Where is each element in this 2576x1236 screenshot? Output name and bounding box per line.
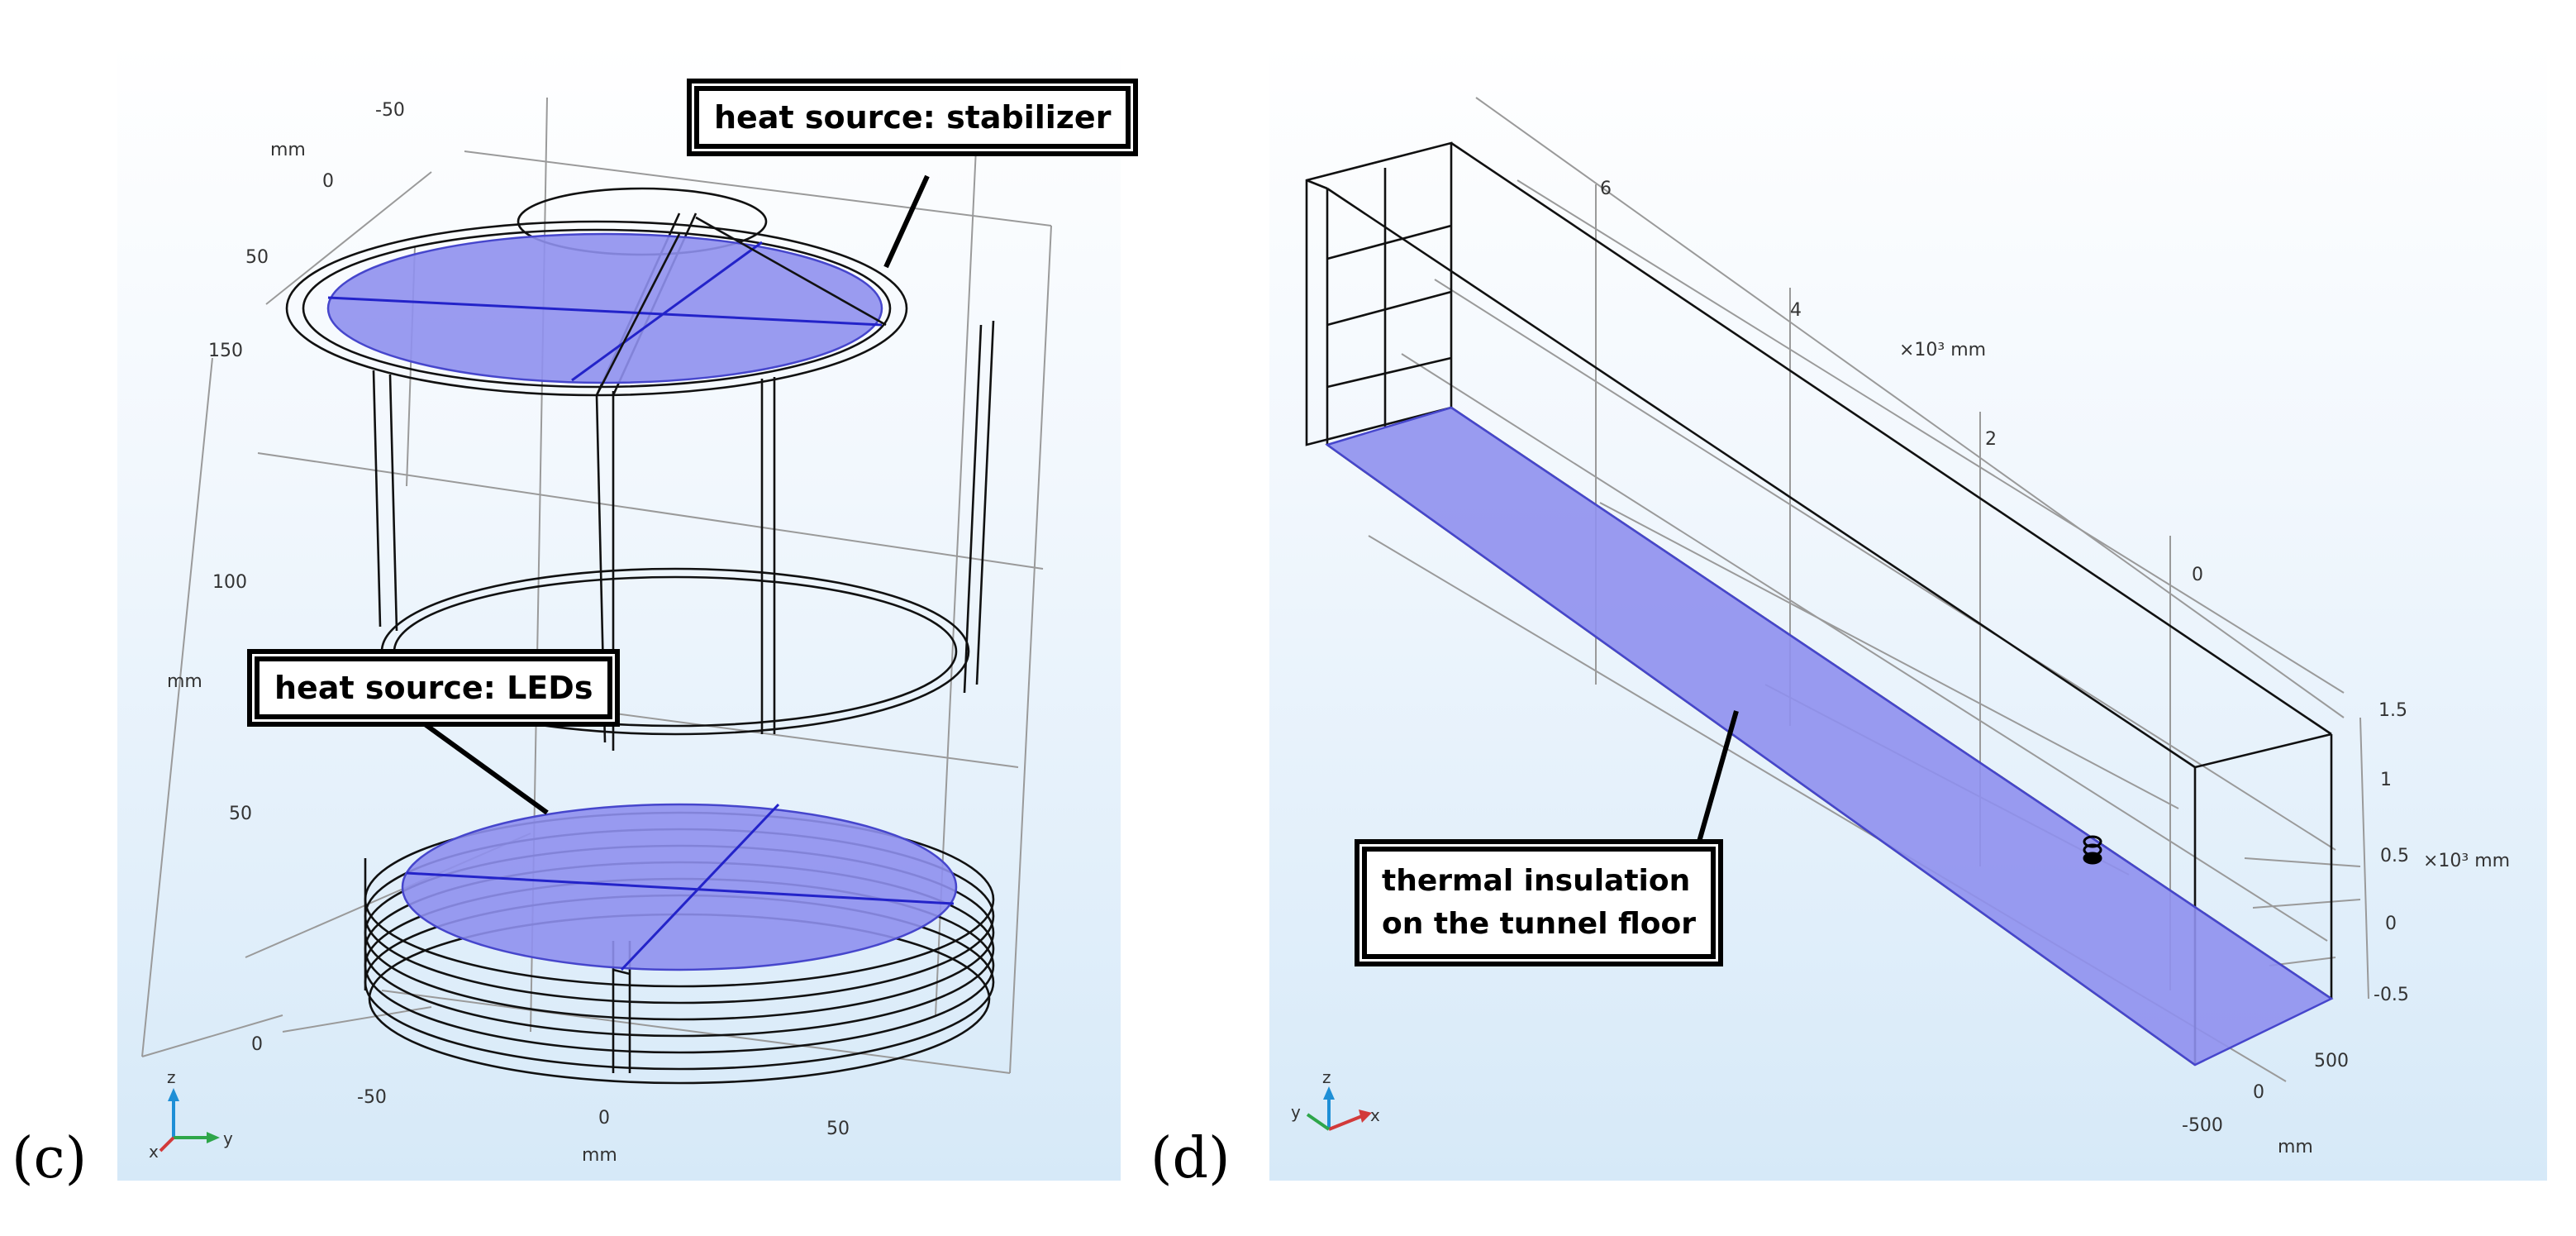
svg-text:mm: mm [167, 671, 202, 692]
panel-label-c: (c) [12, 1126, 88, 1191]
svg-text:0.5: 0.5 [2380, 846, 2409, 866]
svg-text:-50: -50 [357, 1087, 387, 1108]
svg-text:0: 0 [598, 1108, 610, 1129]
panel-c-leader-top [883, 174, 930, 269]
panel-d-leader-floor [1697, 710, 1739, 842]
panel-c-ticks-top: -50 0 50 mm [245, 100, 405, 268]
panel-c-viewport[interactable]: -50 0 50 mm 150 100 50 0 mm -50 0 50 mm … [117, 40, 1134, 1181]
svg-text:50: 50 [229, 804, 252, 824]
callout-stabilizer: heat source: stabilizer [691, 84, 1134, 151]
panel-c-ticks-z: 150 100 50 0 mm [167, 341, 263, 1055]
callout-tunnel-floor: thermal insulation on the tunnel floor [1359, 843, 1718, 962]
panel-c-middle-ring [380, 567, 970, 736]
panel-c-led-face [401, 803, 958, 976]
svg-text:6: 6 [1600, 179, 1612, 199]
panel-d-ticks-vertical: 1.5 1 0.5 0 -0.5 ×10³ mm [2374, 700, 2510, 1005]
svg-text:mm: mm [2278, 1137, 2313, 1157]
svg-text:×10³ mm: ×10³ mm [2423, 851, 2510, 871]
panel-d-lamp-object [2083, 835, 2102, 865]
svg-text:mm: mm [270, 140, 306, 160]
svg-text:z: z [167, 1067, 176, 1087]
panel-c-ticks-bottom: -50 0 50 mm [357, 1087, 850, 1166]
svg-text:1.5: 1.5 [2378, 700, 2407, 721]
svg-text:z: z [1322, 1067, 1331, 1087]
svg-text:-500: -500 [2182, 1115, 2223, 1136]
svg-text:2: 2 [1985, 429, 1997, 450]
svg-text:0: 0 [251, 1034, 263, 1055]
svg-text:-0.5: -0.5 [2374, 985, 2409, 1005]
callout-tunnel-floor-line1: thermal insulation [1382, 864, 1691, 898]
panel-c-axis-triad: z y x [149, 1067, 233, 1162]
svg-text:y: y [223, 1129, 233, 1148]
panel-d-ticks-width: 500 0 -500 mm [2182, 1051, 2349, 1157]
svg-text:50: 50 [826, 1119, 850, 1139]
svg-text:y: y [1291, 1102, 1301, 1122]
panel-d-axis-triad: y z x [1291, 1067, 1380, 1131]
svg-text:50: 50 [245, 247, 269, 268]
svg-text:x: x [1370, 1105, 1380, 1125]
svg-text:0: 0 [322, 171, 334, 192]
svg-text:-50: -50 [375, 100, 405, 121]
svg-text:150: 150 [208, 341, 243, 361]
panel-d-geometry: 6 4 2 0 ×10³ mm 1.5 1 0.5 0 -0.5 ×10³ mm… [1291, 97, 2510, 1157]
panel-d-grid [1368, 97, 2369, 1082]
panel-c-stabilizer-face [326, 216, 887, 396]
panel-d-viewport[interactable]: 6 4 2 0 ×10³ mm 1.5 1 0.5 0 -0.5 ×10³ mm… [1269, 40, 2547, 1181]
callout-leds: heat source: LEDs [251, 654, 616, 722]
svg-text:4: 4 [1790, 300, 1802, 321]
svg-text:×10³ mm: ×10³ mm [1899, 340, 1986, 360]
svg-text:0: 0 [2385, 914, 2397, 934]
panel-d-ticks-long: 6 4 2 0 ×10³ mm [1600, 179, 2203, 585]
svg-text:x: x [149, 1142, 159, 1162]
svg-text:500: 500 [2314, 1051, 2349, 1071]
panel-c-geometry: -50 0 50 mm 150 100 50 0 mm -50 0 50 mm … [141, 97, 1052, 1166]
panel-label-d: (d) [1150, 1126, 1231, 1191]
panel-d-tunnel-floor-face [1325, 406, 2334, 1067]
panel-c-leader-bottom [405, 709, 549, 815]
svg-text:mm: mm [582, 1145, 617, 1166]
svg-text:1: 1 [2380, 770, 2392, 790]
svg-text:0: 0 [2192, 565, 2203, 585]
callout-tunnel-floor-line2: on the tunnel floor [1382, 907, 1696, 942]
svg-text:100: 100 [212, 572, 247, 593]
svg-text:0: 0 [2253, 1082, 2264, 1103]
